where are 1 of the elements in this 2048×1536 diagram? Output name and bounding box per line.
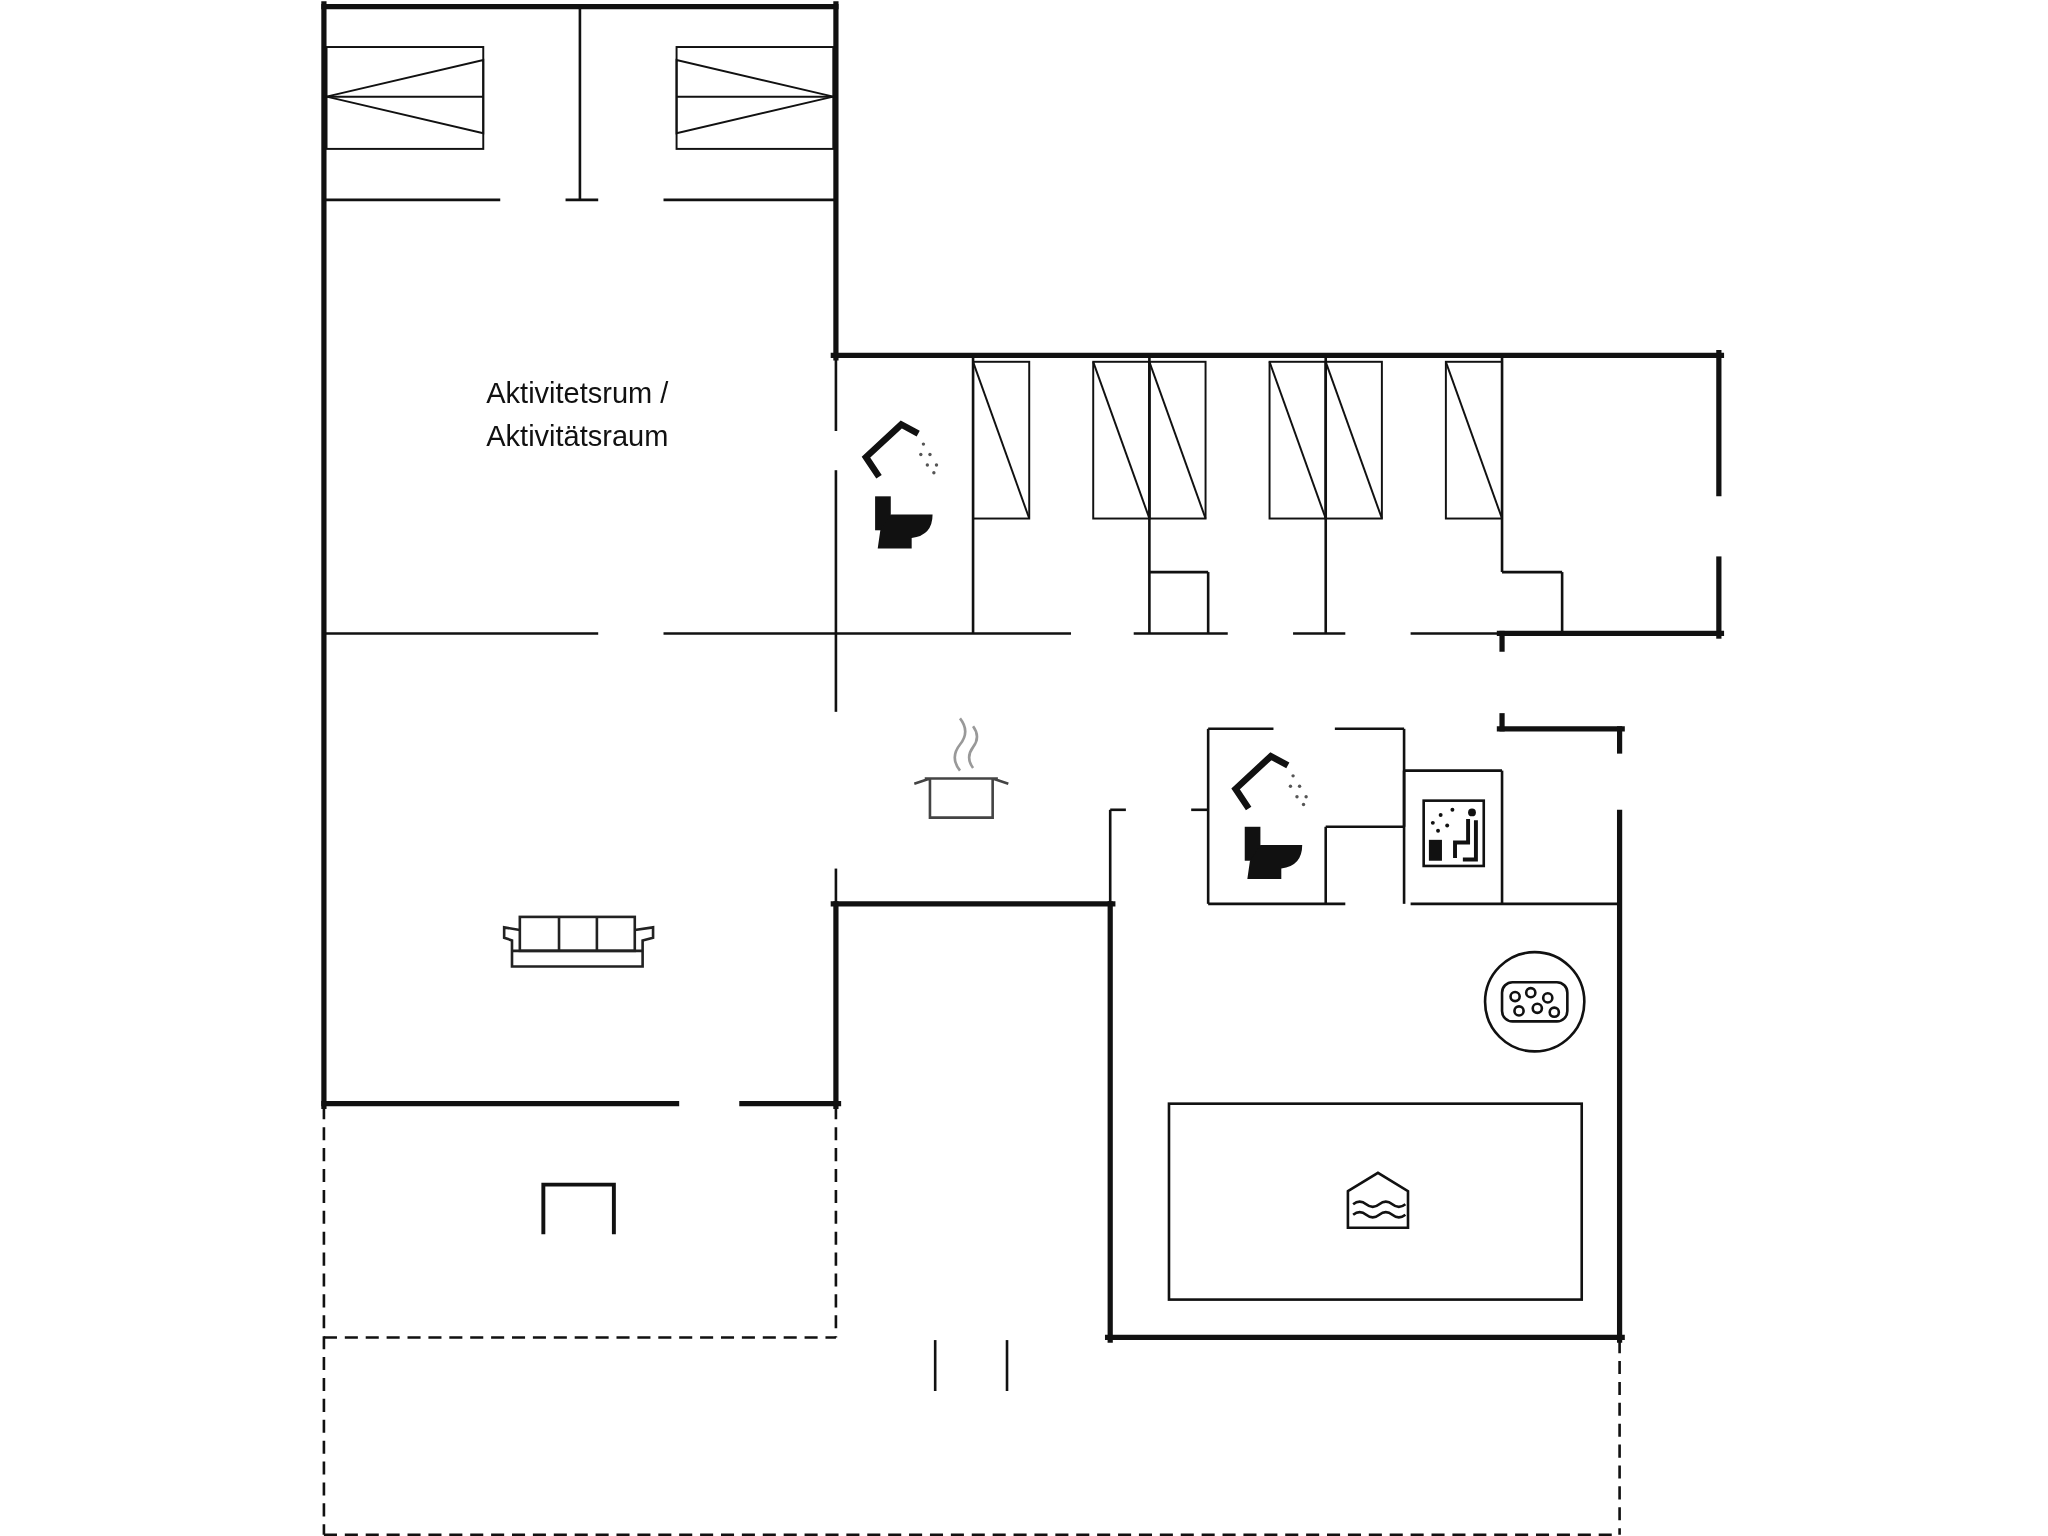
room-label: Aktivitetsrum / Aktivitätsraum bbox=[485, 376, 670, 455]
